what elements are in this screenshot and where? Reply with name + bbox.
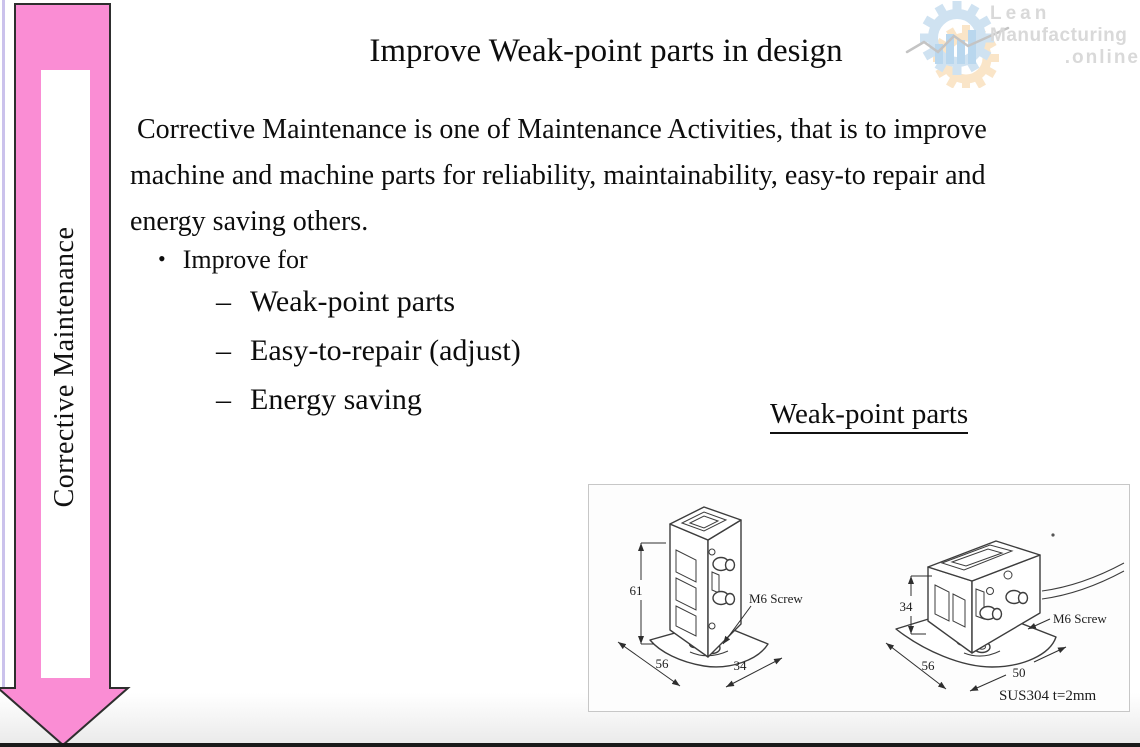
logo-line-manufacturing: Manufacturing: [990, 25, 1128, 46]
screw-callout-label: M6 Screw: [1053, 611, 1107, 626]
top-slot-inner: [688, 515, 720, 529]
cable: [1041, 570, 1125, 600]
front-slot: [675, 577, 697, 611]
paragraph-line: Corrective Maintenance is one of Mainten…: [130, 114, 987, 145]
intro-paragraph: Corrective Maintenance is one of Mainten…: [130, 107, 987, 245]
logo-line-online: .online: [1064, 47, 1140, 68]
trend-line-icon: [905, 26, 1010, 54]
thumb-screw: [724, 592, 736, 606]
sub-bullet-label: Easy-to-repair (adjust): [250, 334, 521, 367]
bar-chart-icon: [935, 30, 976, 64]
figure-heading: Weak-point parts: [770, 398, 969, 434]
front-slot: [675, 549, 697, 583]
thumb-screw: [1017, 591, 1029, 605]
logo-line-lean: Lean: [990, 3, 1051, 24]
thumb-screw: [991, 607, 1003, 621]
top-slot: [940, 544, 1014, 571]
front-slot: [934, 584, 950, 622]
dim-width-label: 56: [922, 658, 936, 673]
base-slot: [963, 650, 1001, 657]
screw-hole: [708, 622, 716, 630]
paragraph-line: machine and machine parts for reliabilit…: [130, 160, 986, 191]
arrow-label: Corrective Maintenance: [49, 226, 80, 508]
dash-marker: –: [216, 383, 231, 416]
arrow-label-box: [41, 70, 90, 678]
slide-title: Improve Weak-point parts in design: [369, 33, 843, 69]
figure-box: 61 56 34 M6 Screw: [588, 484, 1130, 712]
dim-height-label: 34: [900, 599, 914, 614]
paragraph-line: energy saving others.: [130, 206, 369, 237]
dim-depth-label: 50: [1013, 665, 1026, 680]
sub-bullet-label: Energy saving: [250, 383, 422, 416]
screw-hole: [986, 587, 994, 595]
right-technical-drawing: 34 56 50 M6 Screw SUS304 t=2mm: [885, 533, 1125, 704]
left-technical-drawing: 61 56 34 M6 Screw: [617, 506, 803, 688]
bullet-marker: •: [158, 246, 166, 271]
dash-marker: –: [216, 334, 231, 367]
bottom-bar: [0, 743, 1140, 747]
lean-manufacturing-logo: Lean Manufacturing .online: [902, 0, 1140, 88]
screw-hole: [708, 548, 716, 556]
front-slot: [675, 605, 697, 637]
dim-depth-label: 34: [734, 658, 748, 673]
logo-wordmark: Lean Manufacturing .online: [990, 3, 1140, 69]
bullet-improve-for: • Improve for: [158, 245, 308, 275]
bullet-label: Improve for: [182, 245, 308, 274]
screw-callout-label: M6 Screw: [749, 591, 803, 606]
top-slot-inner: [950, 548, 1004, 567]
dim-height-label: 61: [630, 583, 643, 598]
sub-bullet-energy-saving: –Energy saving: [216, 383, 422, 417]
top-slot: [680, 511, 728, 532]
top-face: [669, 506, 742, 541]
material-label: SUS304 t=2mm: [999, 688, 1097, 704]
gears-chart-icon: [905, 1, 1010, 88]
thumb-screw: [724, 558, 736, 572]
slide-edge-line: [2, 0, 5, 747]
front-slot: [952, 593, 966, 628]
dash-marker: –: [216, 285, 231, 318]
screw-hole: [1003, 570, 1013, 580]
sub-bullet-label: Weak-point parts: [250, 285, 456, 318]
dim-width-label: 56: [656, 656, 670, 671]
sub-bullet-easy-to-repair: –Easy-to-repair (adjust): [216, 334, 521, 368]
stray-dot: [1051, 533, 1055, 537]
sub-bullet-weak-point-parts: –Weak-point parts: [216, 285, 455, 319]
cable: [1041, 562, 1125, 592]
